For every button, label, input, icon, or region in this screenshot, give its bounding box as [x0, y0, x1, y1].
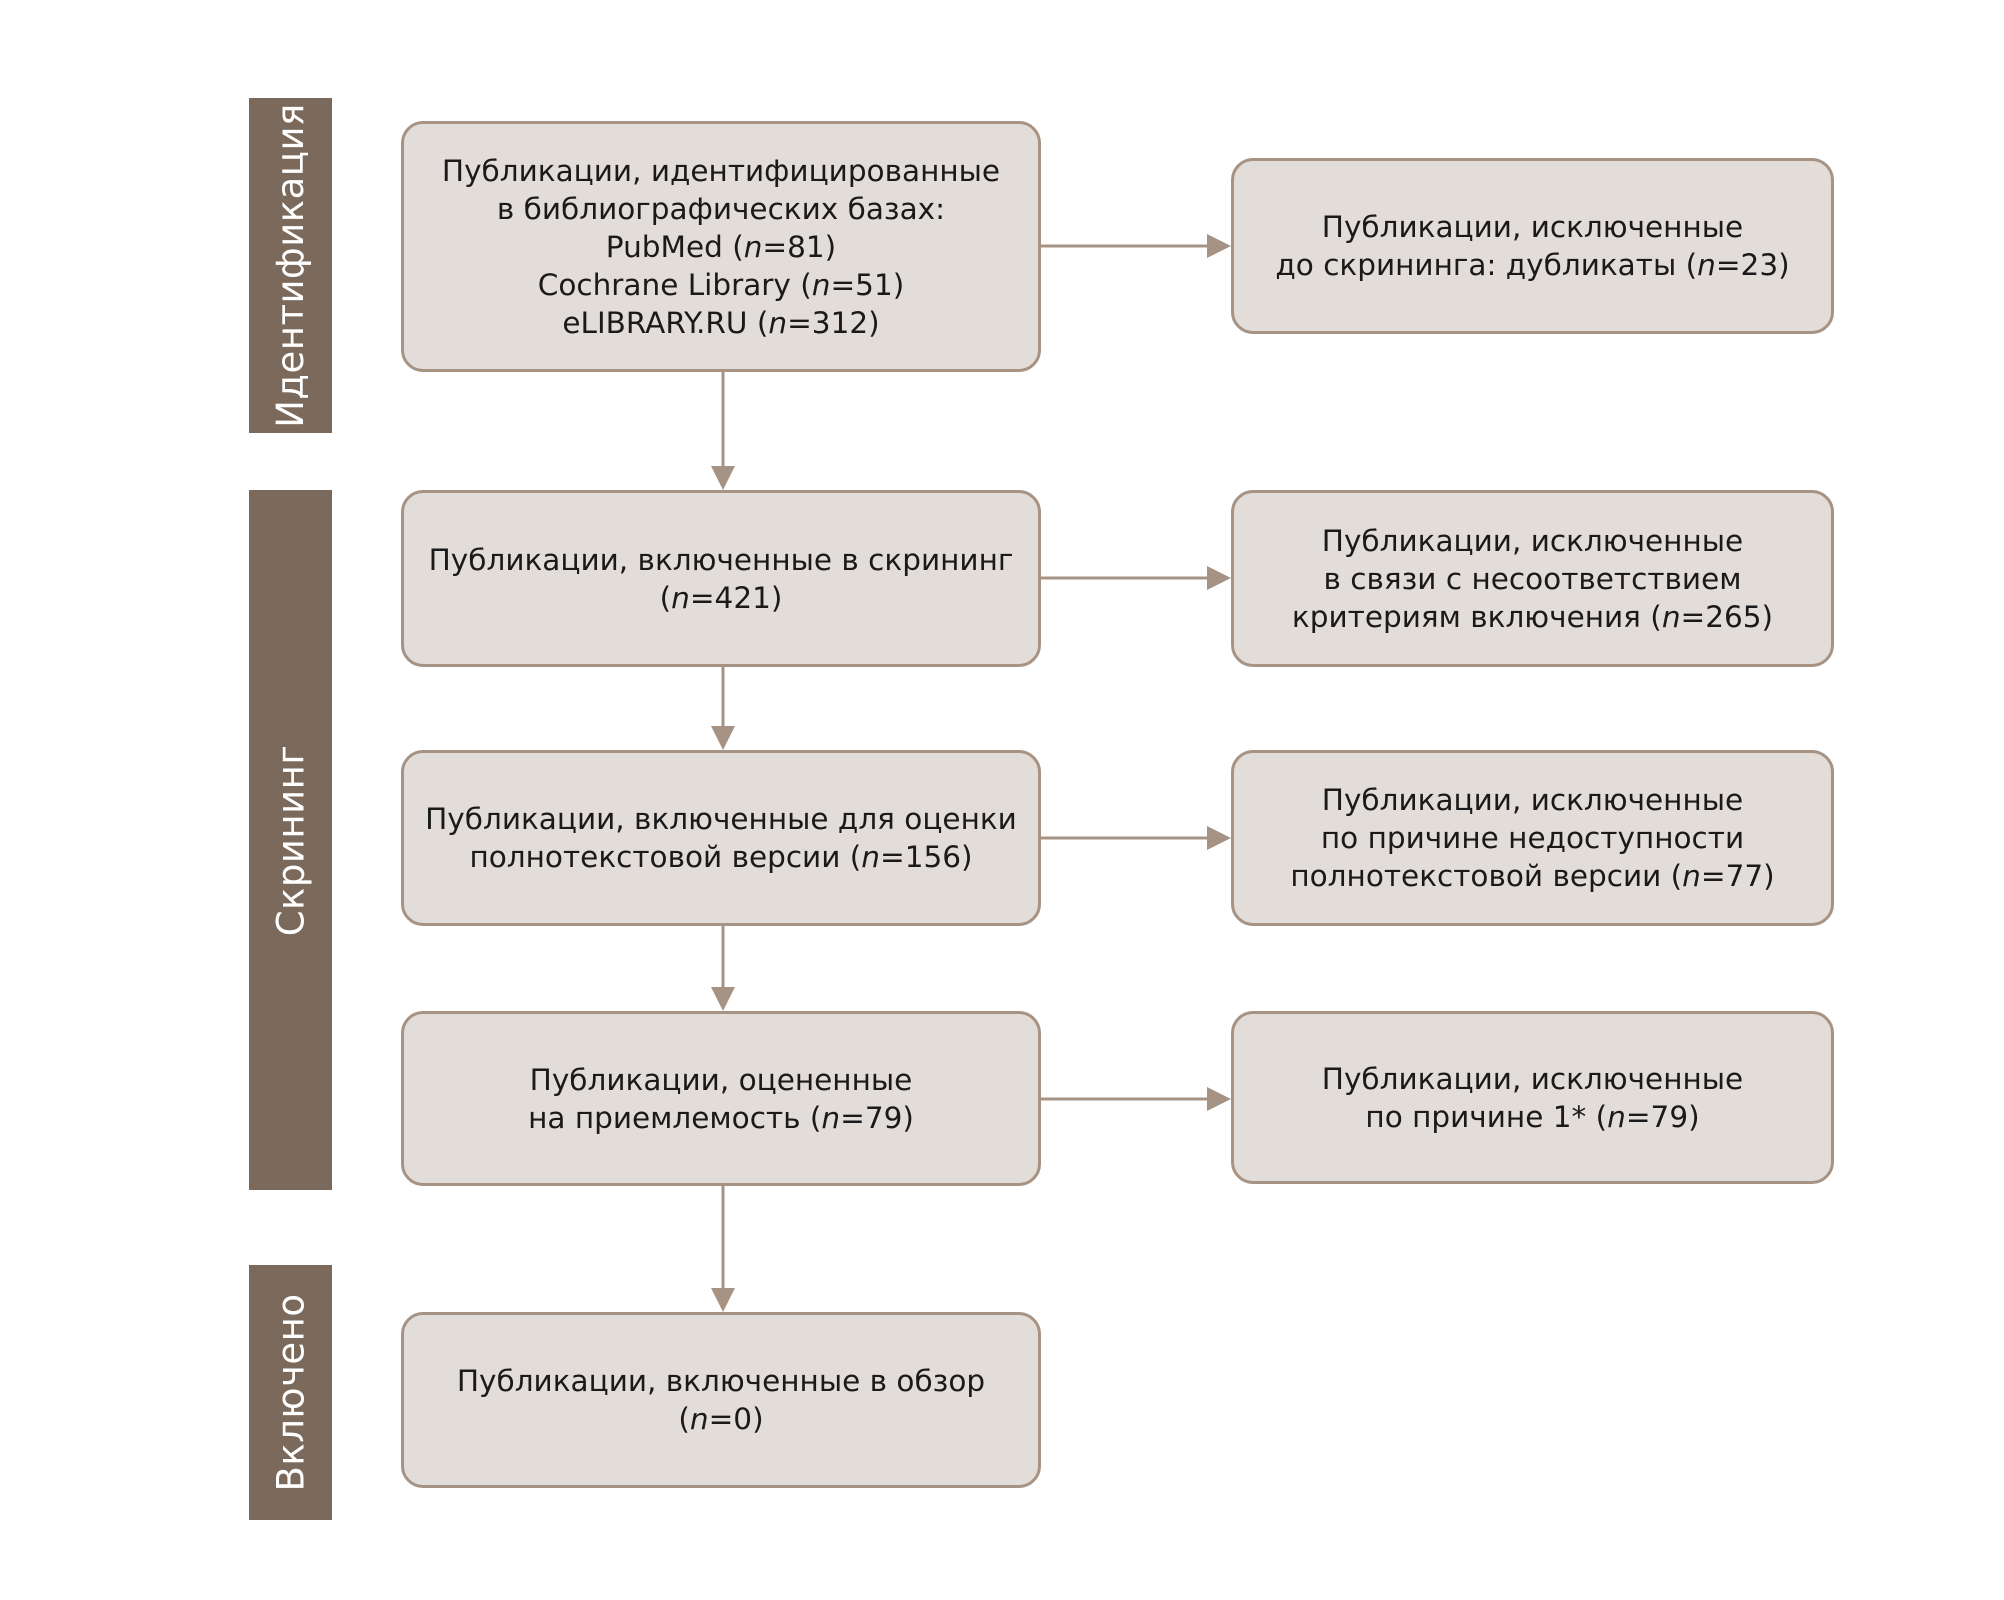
stage-identification: Идентификация — [249, 98, 332, 433]
box-excluded-unavailable: Публикации, исключенные по причине недост… — [1231, 750, 1834, 926]
box-line: Публикации, исключенные — [1321, 783, 1744, 817]
box-text: Публикации, включенные в скрининг(n=421) — [429, 541, 1014, 617]
n-symbol: n — [671, 580, 690, 615]
n-symbol: n — [1607, 1099, 1626, 1134]
line-count: =81) — [762, 229, 837, 264]
line-prefix: на приемлемость ( — [528, 1100, 822, 1135]
n-symbol: n — [743, 229, 763, 264]
box-line: по причине 1* (n=79) — [1322, 1098, 1743, 1136]
line-count: =265) — [1680, 599, 1774, 634]
n-symbol: n — [1682, 859, 1701, 893]
stage-screening: Скрининг — [249, 490, 332, 1190]
box-line: полнотекстовой версии (n=156) — [425, 838, 1017, 876]
line-count: =77) — [1700, 859, 1775, 893]
line-count: =156) — [879, 840, 973, 874]
box-line: Публикации, включенные в скрининг — [428, 542, 1014, 577]
n-symbol: n — [1661, 599, 1681, 634]
box-line: Публикации, включенные в обзор — [456, 1364, 986, 1398]
arrowhead-right-1 — [1207, 234, 1231, 258]
line-prefix: критериям включения ( — [1291, 599, 1662, 634]
box-line: Публикации, включенные для оценки — [425, 802, 1017, 836]
stage-included: Включено — [249, 1265, 332, 1520]
box-line: Публикации, исключенные — [1321, 210, 1744, 244]
box-line: в связи с несоответствием — [1323, 561, 1742, 596]
line-count: =421) — [689, 580, 783, 615]
line-count: =312) — [787, 305, 880, 340]
line-count: =51) — [830, 267, 905, 302]
box-line: на приемлемость (n=79) — [528, 1099, 914, 1137]
line-prefix: ( — [678, 1402, 690, 1436]
line-prefix: до скрининга: дубликаты ( — [1275, 248, 1698, 282]
arrowhead-down-1 — [711, 466, 735, 490]
box-text: Публикации, включенные в обзор(n=0) — [457, 1362, 985, 1438]
box-line: Cochrane Library (n=51) — [442, 266, 1000, 304]
arrowhead-right-2 — [1207, 566, 1231, 590]
line-count: =79) — [1625, 1099, 1700, 1134]
line-prefix: по причине 1* ( — [1365, 1099, 1608, 1134]
line-prefix: полнотекстовой версии ( — [469, 840, 862, 874]
n-symbol: n — [768, 305, 788, 340]
box-line: (n=0) — [457, 1400, 985, 1438]
box-text: Публикации, исключенные по причине недост… — [1290, 781, 1774, 895]
box-line: PubMed (n=81) — [442, 228, 1000, 266]
box-line: по причине недоступности — [1320, 821, 1745, 855]
box-screened: Публикации, включенные в скрининг(n=421) — [401, 490, 1041, 667]
box-line: Публикации, оцененные — [529, 1062, 913, 1097]
box-line: Публикации, идентифицированные — [441, 153, 1001, 188]
box-line: критериям включения (n=265) — [1292, 598, 1773, 636]
line-prefix: ( — [659, 580, 672, 615]
n-symbol: n — [821, 1100, 841, 1135]
box-line: в библиографических базах: — [496, 191, 946, 226]
line-count: =79) — [840, 1100, 914, 1135]
arrowhead-down-4 — [711, 1288, 735, 1312]
box-line: (n=421) — [429, 579, 1014, 617]
line-prefix: eLIBRARY.RU ( — [562, 305, 769, 340]
arrowhead-right-4 — [1207, 1087, 1231, 1111]
arrowhead-right-3 — [1207, 826, 1231, 850]
line-count: =0) — [708, 1402, 764, 1436]
line-count: =23) — [1715, 248, 1790, 282]
n-symbol: n — [689, 1402, 709, 1436]
box-included-review: Публикации, включенные в обзор(n=0) — [401, 1312, 1041, 1488]
line-prefix: PubMed ( — [605, 229, 744, 264]
n-symbol: n — [861, 840, 880, 874]
box-line: до скрининга: дубликаты (n=23) — [1275, 246, 1789, 284]
box-line: Публикации, исключенные — [1321, 523, 1744, 558]
n-symbol: n — [811, 267, 831, 302]
box-line: Публикации, исключенные — [1321, 1061, 1744, 1096]
box-line: полнотекстовой версии (n=77) — [1290, 857, 1774, 895]
arrowhead-down-3 — [711, 987, 735, 1011]
n-symbol: n — [1697, 248, 1716, 282]
box-line: eLIBRARY.RU (n=312) — [442, 304, 1000, 342]
line-prefix: полнотекстовой версии ( — [1290, 859, 1683, 893]
line-prefix: Cochrane Library ( — [537, 267, 812, 302]
arrowhead-down-2 — [711, 726, 735, 750]
